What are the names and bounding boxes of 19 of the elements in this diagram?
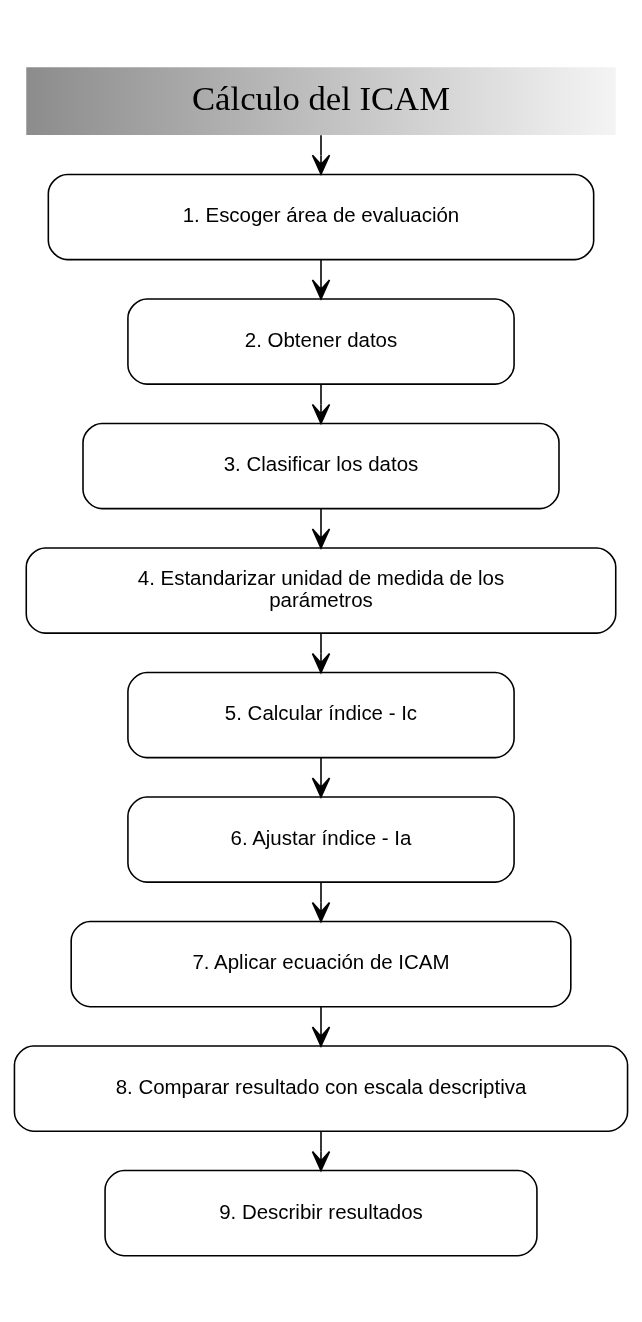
arrow bbox=[311, 134, 331, 175]
node-box: 1. Escoger área de evaluación bbox=[47, 173, 595, 260]
arrow bbox=[311, 1005, 331, 1047]
arrow bbox=[311, 258, 331, 300]
node-box: 7. Aplicar ecuación de ICAM bbox=[70, 920, 572, 1007]
arrow bbox=[311, 756, 331, 798]
node-box: Cálculo del ICAM bbox=[26, 66, 616, 135]
node-box: 3. Clasificar los datos bbox=[82, 422, 560, 509]
node-box: 6. Ajustar índice - Ia bbox=[127, 795, 515, 883]
arrow bbox=[311, 507, 331, 549]
node-box: 2. Obtener datos bbox=[127, 297, 515, 385]
arrow bbox=[311, 631, 331, 673]
arrow bbox=[311, 382, 331, 424]
arrow bbox=[311, 881, 331, 922]
arrow bbox=[311, 1130, 331, 1171]
node-box: 4. Estandarizar unidad de medida de los parámetros bbox=[25, 546, 617, 634]
node-box: 9. Describir resultados bbox=[104, 1169, 538, 1256]
node-box: 8. Comparar resultado con escala descriptiva bbox=[13, 1044, 629, 1132]
node-box: 5. Calcular índice - Ic bbox=[127, 671, 515, 758]
